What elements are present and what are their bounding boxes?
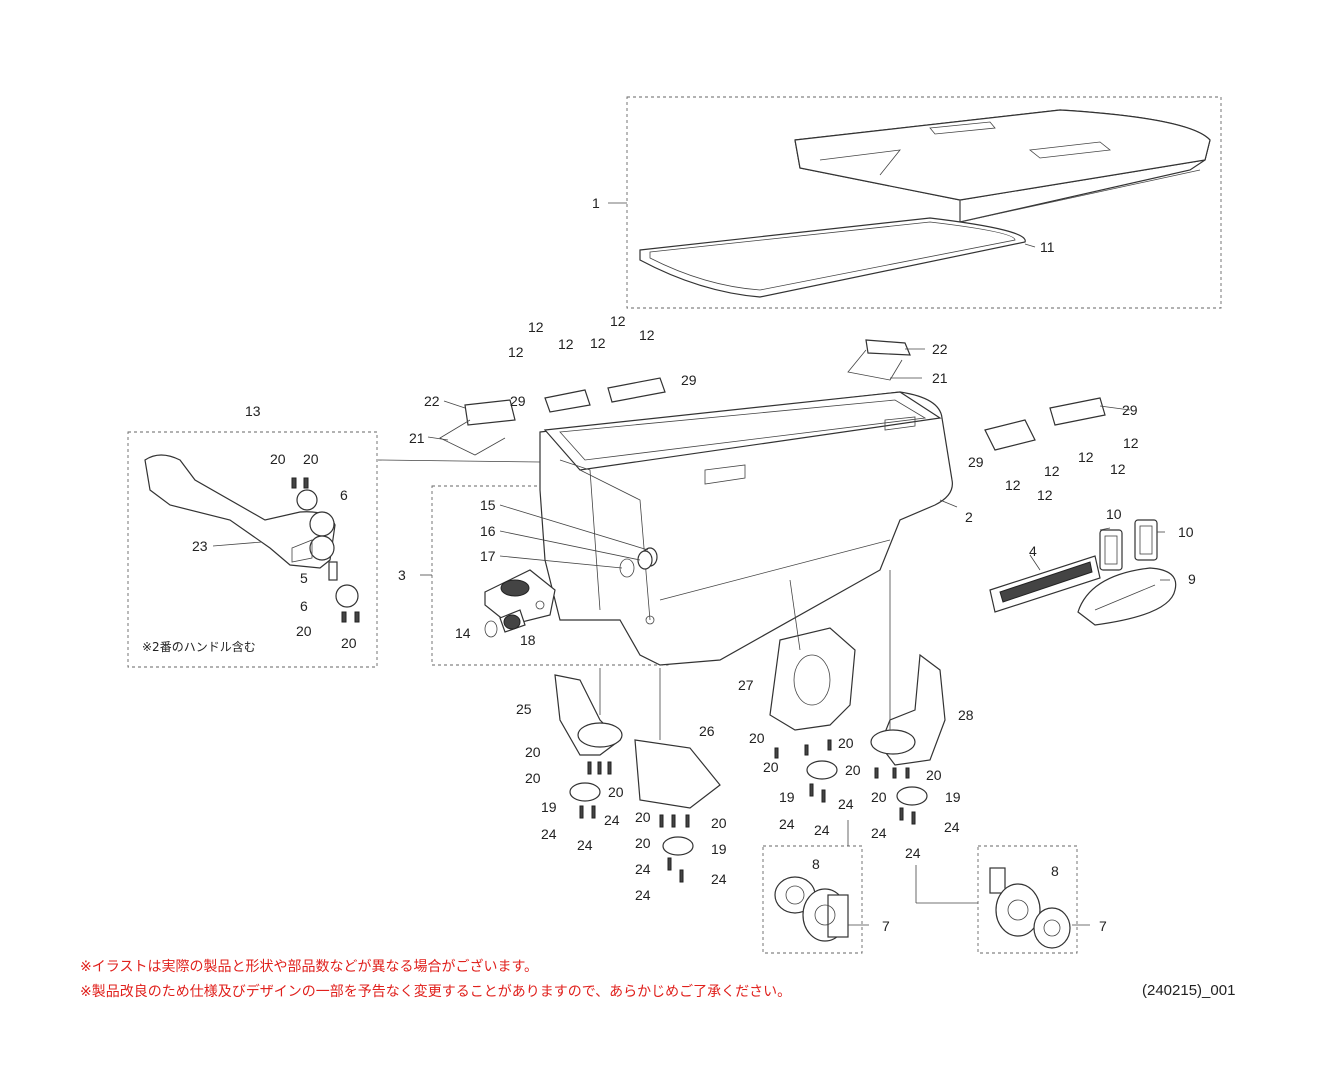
label-part-20: 20 [303, 451, 319, 467]
label-part-24: 24 [944, 819, 960, 835]
label-part-12: 12 [1123, 435, 1139, 451]
label-part-24: 24 [635, 861, 651, 877]
label-part-24: 24 [711, 871, 727, 887]
label-part-18: 18 [520, 632, 536, 648]
label-part-4: 4 [1029, 543, 1037, 559]
label-part-20: 20 [871, 789, 887, 805]
label-part-12: 12 [508, 344, 524, 360]
label-part-20: 20 [711, 815, 727, 831]
label-part-20: 20 [635, 835, 651, 851]
side-parts [989, 519, 1177, 626]
label-part-5: 5 [300, 570, 308, 586]
label-part-24: 24 [577, 837, 593, 853]
label-part-29: 29 [968, 454, 984, 470]
label-part-20: 20 [635, 809, 651, 825]
hinge-parts [439, 339, 1106, 456]
label-part-3: 3 [398, 567, 406, 583]
label-part-12: 12 [1078, 449, 1094, 465]
label-part-24: 24 [905, 845, 921, 861]
label-part-22-left: 22 [424, 393, 440, 409]
label-part-12: 12 [610, 313, 626, 329]
label-part-12: 12 [1044, 463, 1060, 479]
document-code: (240215)_001 [1142, 982, 1236, 999]
label-part-20: 20 [926, 767, 942, 783]
handle-group-box [127, 431, 378, 668]
label-part-23: 23 [192, 538, 208, 554]
label-part-12: 12 [558, 336, 574, 352]
label-part-29: 29 [1122, 402, 1138, 418]
part-number-labels: 1 11 22 21 22 21 12 12 12 12 12 12 29 29… [142, 195, 1196, 934]
lid-group-box [626, 96, 1222, 309]
label-part-24: 24 [779, 816, 795, 832]
label-part-20: 20 [341, 635, 357, 651]
label-part-9: 9 [1188, 571, 1196, 587]
label-part-12: 12 [1037, 487, 1053, 503]
label-part-27: 27 [738, 677, 754, 693]
label-part-20: 20 [763, 759, 779, 775]
label-part-20: 20 [845, 762, 861, 778]
gasket-part [639, 217, 1026, 298]
label-part-20: 20 [749, 730, 765, 746]
label-part-22-right: 22 [932, 341, 948, 357]
label-part-20: 20 [270, 451, 286, 467]
leader-lines [212, 202, 1170, 926]
label-part-12: 12 [590, 335, 606, 351]
wheel-group-box-left [762, 845, 863, 954]
label-part-24: 24 [814, 822, 830, 838]
label-part-12: 12 [639, 327, 655, 343]
body-part [539, 391, 953, 666]
label-part-20: 20 [838, 735, 854, 751]
drain-parts [484, 547, 658, 638]
label-part-24: 24 [838, 796, 854, 812]
label-part-10: 10 [1178, 524, 1194, 540]
label-part-19: 19 [945, 789, 961, 805]
label-part-24: 24 [871, 825, 887, 841]
label-part-20: 20 [608, 784, 624, 800]
label-part-20: 20 [525, 770, 541, 786]
label-part-19: 19 [541, 799, 557, 815]
label-part-14: 14 [455, 625, 471, 641]
label-part-29: 29 [510, 393, 526, 409]
handle-included-note: ※2番のハンドル含む [142, 639, 256, 654]
label-part-12: 12 [528, 319, 544, 335]
label-part-2: 2 [965, 509, 973, 525]
label-part-28: 28 [958, 707, 974, 723]
label-part-21-right: 21 [932, 370, 948, 386]
label-part-15: 15 [480, 497, 496, 513]
wheel-parts [774, 867, 1071, 949]
lid-part [794, 109, 1211, 223]
label-part-24: 24 [541, 826, 557, 842]
label-part-1: 1 [592, 195, 600, 211]
label-part-7: 7 [1099, 918, 1107, 934]
label-part-12: 12 [1110, 461, 1126, 477]
label-part-6: 6 [340, 487, 348, 503]
label-part-10: 10 [1106, 506, 1122, 522]
label-part-6: 6 [300, 598, 308, 614]
spec-change-disclaimer: ※製品改良のため仕様及びデザインの一部を予告なく変更することがありますので、あら… [80, 984, 792, 1000]
label-part-8: 8 [812, 856, 820, 872]
label-part-13: 13 [245, 403, 261, 419]
mount-plates [569, 739, 928, 883]
label-part-29: 29 [681, 372, 697, 388]
label-part-16: 16 [480, 523, 496, 539]
wheel-group-box-right [977, 845, 1078, 954]
label-part-26: 26 [699, 723, 715, 739]
handle-part [144, 454, 360, 623]
label-part-12: 12 [1005, 477, 1021, 493]
label-part-7: 7 [882, 918, 890, 934]
label-part-20: 20 [296, 623, 312, 639]
label-part-19: 19 [779, 789, 795, 805]
label-part-24: 24 [635, 887, 651, 903]
label-part-8: 8 [1051, 863, 1059, 879]
label-part-21-left: 21 [409, 430, 425, 446]
label-part-17: 17 [480, 548, 496, 564]
label-part-25: 25 [516, 701, 532, 717]
label-part-11: 11 [1040, 239, 1055, 255]
label-part-20: 20 [525, 744, 541, 760]
leg-parts [554, 627, 946, 809]
illustration-disclaimer: ※イラストは実際の製品と形状や部品数などが異なる場合がございます。 [80, 959, 539, 975]
label-part-24: 24 [604, 812, 620, 828]
label-part-19: 19 [711, 841, 727, 857]
